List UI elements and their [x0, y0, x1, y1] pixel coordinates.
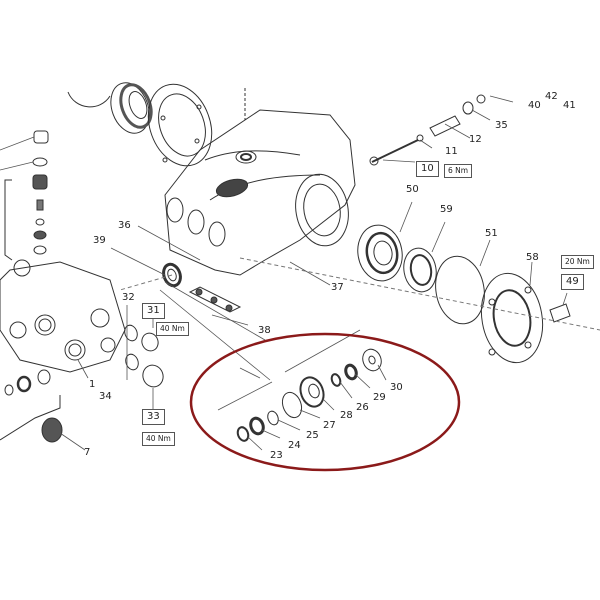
part-label-10: 10	[416, 161, 439, 177]
seal-32a-icon	[124, 324, 138, 342]
part-label-41: 41	[563, 100, 576, 111]
part-label-50: 50	[406, 184, 419, 195]
bolt-49-icon	[549, 303, 571, 323]
part-label-30: 30	[390, 382, 403, 393]
washer-35-icon	[462, 101, 474, 115]
torque-spec-49: 20 Nm	[561, 255, 594, 269]
flange-58-icon	[480, 272, 544, 364]
crankcase-icon	[164, 109, 356, 276]
sleeve-12-icon	[429, 115, 461, 137]
part-label-40: 40	[528, 100, 541, 111]
ring-icon	[37, 369, 51, 385]
part-label-33: 33	[142, 409, 165, 425]
bearing-top-icon	[110, 82, 153, 134]
oring-51-icon	[435, 255, 485, 325]
part-label-1: 1	[89, 379, 96, 390]
part-label-37: 37	[331, 282, 344, 293]
gasket-icon	[147, 83, 213, 167]
torque-spec-10: 6 Nm	[444, 164, 473, 178]
valve-7-icon	[41, 417, 63, 443]
bearing-59-icon	[403, 247, 437, 293]
washer-11-icon	[416, 134, 424, 142]
nut-icon	[369, 156, 379, 166]
small-ring-icon	[4, 384, 14, 396]
part-label-42: 42	[545, 91, 558, 102]
nut-40-icon	[476, 94, 486, 104]
plug-31-icon	[141, 332, 159, 352]
valve-stack-icon	[4, 130, 49, 261]
highlight-ellipse	[189, 332, 461, 472]
oring-top-left-icon	[67, 91, 111, 108]
part-label-32: 32	[122, 292, 135, 303]
torque-spec-31: 40 Nm	[156, 322, 189, 336]
part-label-12: 12	[469, 134, 482, 145]
part-label-25: 25	[306, 430, 319, 441]
part-label-28: 28	[340, 410, 353, 421]
part-label-38: 38	[258, 325, 271, 336]
manifold-icon	[0, 259, 126, 373]
part-label-59: 59	[440, 204, 453, 215]
seal-kit-icon	[236, 348, 382, 442]
part-label-27: 27	[323, 420, 336, 431]
part-label-35: 35	[495, 120, 508, 131]
part-label-7: 7	[84, 447, 91, 458]
part-label-11: 11	[445, 146, 458, 157]
part-label-31: 31	[142, 303, 165, 319]
part-label-36: 36	[118, 220, 131, 231]
part-label-29: 29	[373, 392, 386, 403]
part-label-24: 24	[288, 440, 301, 451]
plate-38-icon	[188, 286, 242, 313]
rod-10-icon	[371, 139, 419, 163]
part-label-58: 58	[526, 252, 539, 263]
seal-32b-icon	[125, 353, 139, 371]
gland-icon	[16, 375, 32, 393]
torque-spec-33: 40 Nm	[142, 432, 175, 446]
plug-33-icon	[142, 364, 164, 388]
part-label-49: 49	[561, 274, 584, 290]
part-label-26: 26	[356, 402, 369, 413]
part-label-51: 51	[485, 228, 498, 239]
bearing-50-icon	[357, 224, 403, 282]
part-label-23: 23	[270, 450, 283, 461]
part-label-39: 39	[93, 235, 106, 246]
part-label-34: 34	[99, 391, 112, 402]
